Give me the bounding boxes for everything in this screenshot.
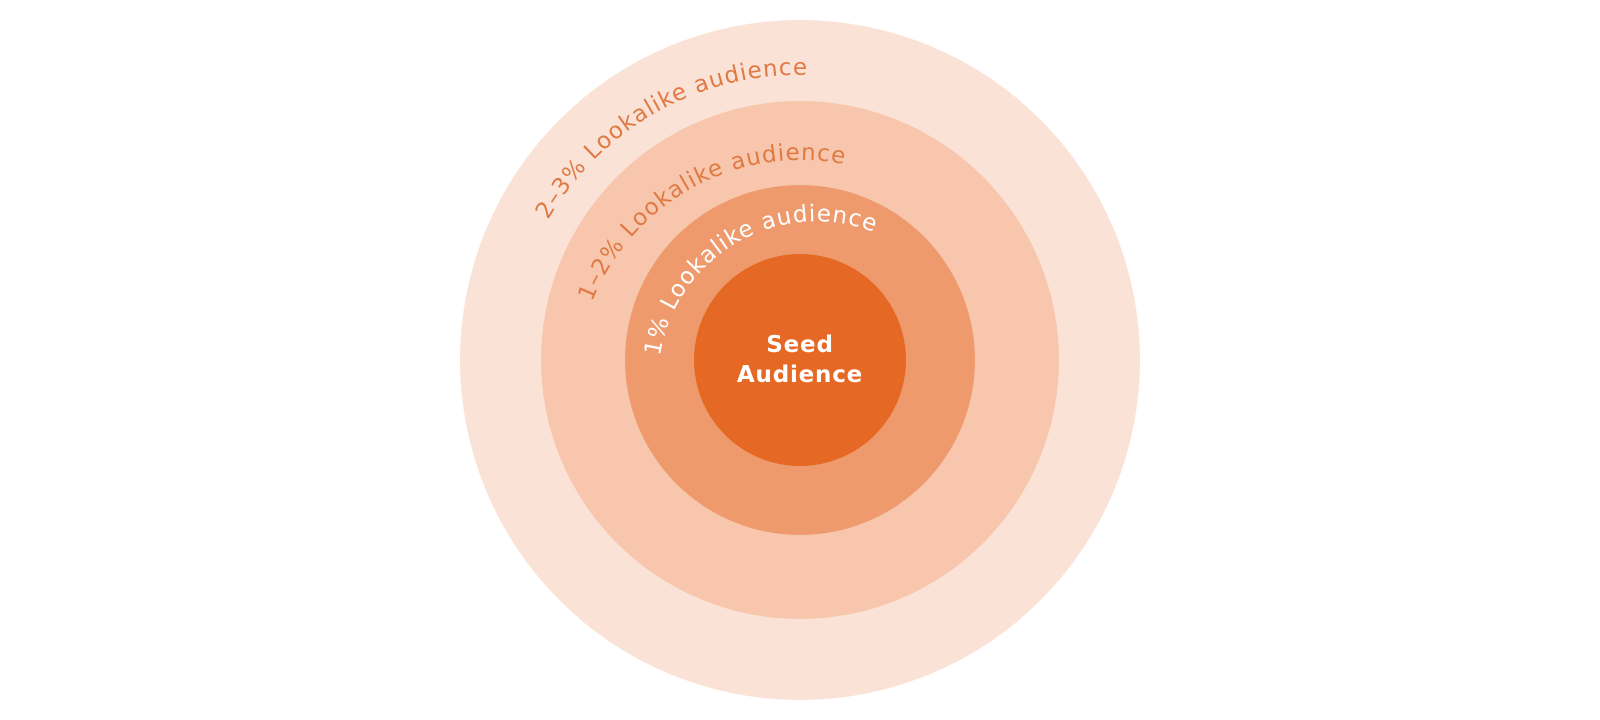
seed-audience-label-line1: Seed bbox=[766, 332, 833, 358]
seed-audience-circle bbox=[694, 254, 906, 466]
seed-audience-label-line2: Audience bbox=[737, 362, 863, 388]
